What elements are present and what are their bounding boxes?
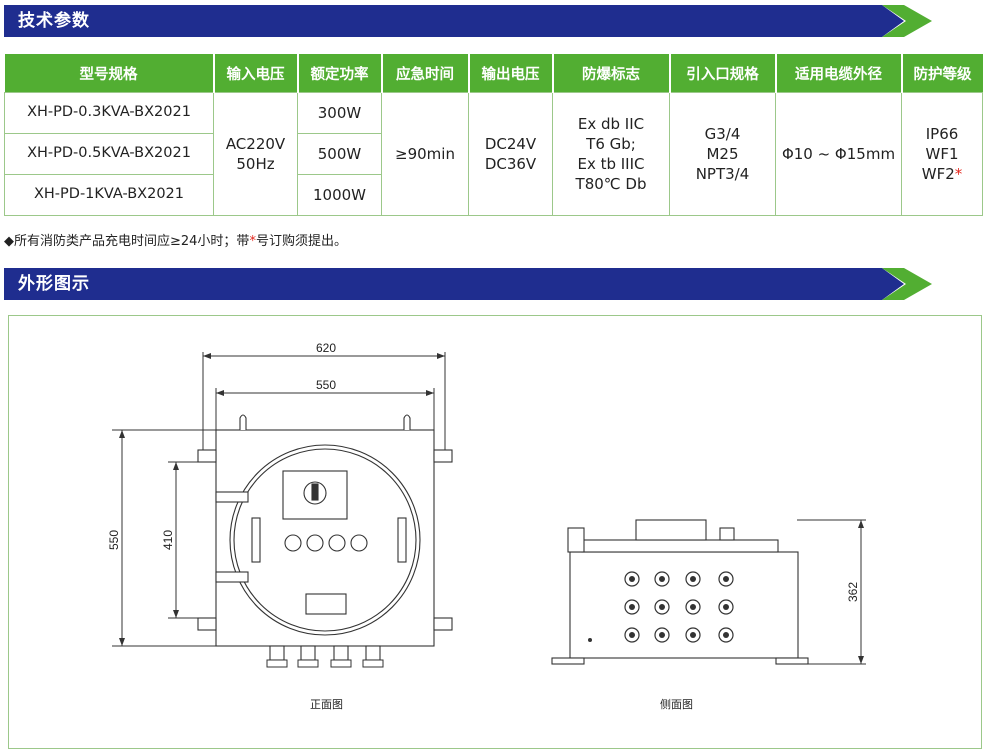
output-voltage-cell: DC24V DC36V	[468, 92, 553, 216]
input-voltage-line: AC220V	[225, 134, 286, 153]
mounting-lug	[197, 617, 217, 631]
cable-gland	[269, 645, 285, 661]
footnote: ◆所有消防类产品充电时间应≥24小时；带*号订购须提出。	[4, 230, 347, 249]
model-cell: XH-PD-1KVA-BX2021	[4, 174, 214, 216]
test-button	[350, 534, 368, 552]
banner-shape	[4, 5, 932, 37]
mounting-lug	[197, 449, 217, 463]
header-rated-power: 额定功率	[297, 54, 383, 93]
footnote-prefix: ◆所有消防类产品充电时间应≥24小时；带	[4, 234, 250, 249]
table-row: XH-PD-1KVA-BX2021 1000W	[4, 174, 983, 216]
gland-nut	[297, 659, 319, 668]
dim-arrows	[858, 520, 864, 664]
star-mark: *	[954, 165, 963, 184]
enclosure-cover	[229, 444, 421, 636]
switch-handle	[311, 483, 319, 501]
side-view-caption: 侧面图	[660, 698, 693, 711]
dim-text-550-w: 550	[316, 378, 336, 392]
indicator-light	[328, 534, 346, 552]
header-protection: 防护等级	[901, 54, 983, 93]
gland-nut	[266, 659, 288, 668]
front-view-caption: 正面图	[310, 698, 343, 711]
side-latch	[719, 527, 735, 541]
input-voltage-line: 50Hz	[236, 155, 275, 173]
cover-rim	[233, 448, 417, 632]
header-entry-spec: 引入口规格	[669, 54, 777, 93]
hinge	[215, 571, 249, 583]
side-slot	[251, 517, 261, 563]
section-banner-specs: 技术参数	[4, 5, 982, 37]
protection-line: IP66	[925, 124, 959, 143]
header-ex-marking: 防爆标志	[552, 54, 671, 93]
dim-text-362: 362	[846, 582, 860, 602]
side-foot	[775, 657, 809, 665]
power-cell: 500W	[297, 133, 382, 175]
dim-text-410: 410	[161, 530, 175, 550]
table-header-row: 型号规格 输入电压 额定功率 应急时间 输出电压 防爆标志 引入口规格 适用电缆…	[4, 54, 983, 93]
emergency-time-cell: ≥90min	[381, 92, 469, 216]
dim-arrows	[119, 353, 445, 646]
entry-spec-cell: G3/4 M25 NPT3/4	[669, 92, 776, 216]
mounting-lug	[433, 617, 453, 631]
power-cell: 1000W	[297, 174, 382, 216]
side-slot	[397, 517, 407, 563]
output-voltage-line: DC24V	[484, 134, 537, 153]
entry-spec-line: G3/4	[704, 124, 741, 143]
side-body	[569, 551, 799, 659]
entry-spec-line: NPT3/4	[695, 165, 750, 184]
section-title-specs: 技术参数	[18, 11, 90, 31]
header-output-voltage: 输出电压	[468, 54, 554, 93]
ex-marking-line: Ex db IIC	[577, 114, 645, 133]
header-input-voltage: 输入电压	[213, 54, 299, 93]
protection-line: WF2*	[902, 164, 982, 184]
gland-nut	[330, 659, 352, 668]
ex-marking-line: Ex tb IIIC	[577, 155, 645, 173]
spec-table: 型号规格 输入电压 额定功率 应急时间 输出电压 防爆标志 引入口规格 适用电缆…	[4, 54, 983, 216]
side-hinge	[567, 527, 585, 553]
protection-line: WF1	[925, 144, 959, 163]
side-foot	[551, 657, 585, 665]
drawing-area	[8, 315, 982, 749]
cable-gland	[300, 645, 316, 661]
protection-cell: IP66 WF1 WF2*	[901, 92, 983, 216]
model-cell: XH-PD-0.3KVA-BX2021	[4, 92, 214, 134]
mounting-lug	[433, 449, 453, 463]
side-cover-top	[635, 519, 707, 541]
entry-spec-line: M25	[706, 144, 739, 163]
cable-gland	[333, 645, 349, 661]
table-row: XH-PD-0.3KVA-BX2021 AC220V 50Hz 300W ≥90…	[4, 92, 983, 216]
section-banner-outline: 外形图示	[4, 268, 982, 300]
model-cell: XH-PD-0.5KVA-BX2021	[4, 133, 214, 175]
ex-marking-line: T80℃ Db	[575, 175, 647, 194]
input-voltage-cell: AC220V 50Hz	[213, 92, 298, 216]
ex-marking-line: T6 Gb;	[586, 134, 636, 153]
gland-nut	[362, 659, 384, 668]
nameplate	[305, 593, 347, 615]
banner-shape	[4, 268, 932, 300]
ex-marking-cell: Ex db IIC T6 Gb; Ex tb IIIC T80℃ Db	[552, 92, 670, 216]
dim-text-550-h: 550	[107, 530, 121, 550]
lifting-eye	[239, 414, 247, 430]
table-row: XH-PD-0.5KVA-BX2021 500W	[4, 133, 983, 175]
side-cover-flange	[581, 539, 779, 553]
indicator-light	[284, 534, 302, 552]
cable-gland	[365, 645, 381, 661]
header-cable-diameter: 适用电缆外径	[775, 54, 903, 93]
header-emergency-time: 应急时间	[381, 54, 470, 93]
indicator-light	[306, 534, 324, 552]
header-model: 型号规格	[4, 54, 215, 93]
lifting-eye	[403, 414, 411, 430]
cable-diameter-cell: Φ10 ~ Φ15mm	[775, 92, 902, 216]
footnote-suffix: 号订购须提出。	[255, 234, 347, 249]
section-title-outline: 外形图示	[18, 274, 90, 294]
side-gland-centers	[588, 576, 729, 642]
protection-value: WF2	[921, 165, 955, 184]
footnote-star: *	[249, 234, 256, 249]
hinge	[215, 491, 249, 503]
output-voltage-line: DC36V	[484, 155, 537, 173]
dim-text-620: 620	[316, 341, 336, 355]
